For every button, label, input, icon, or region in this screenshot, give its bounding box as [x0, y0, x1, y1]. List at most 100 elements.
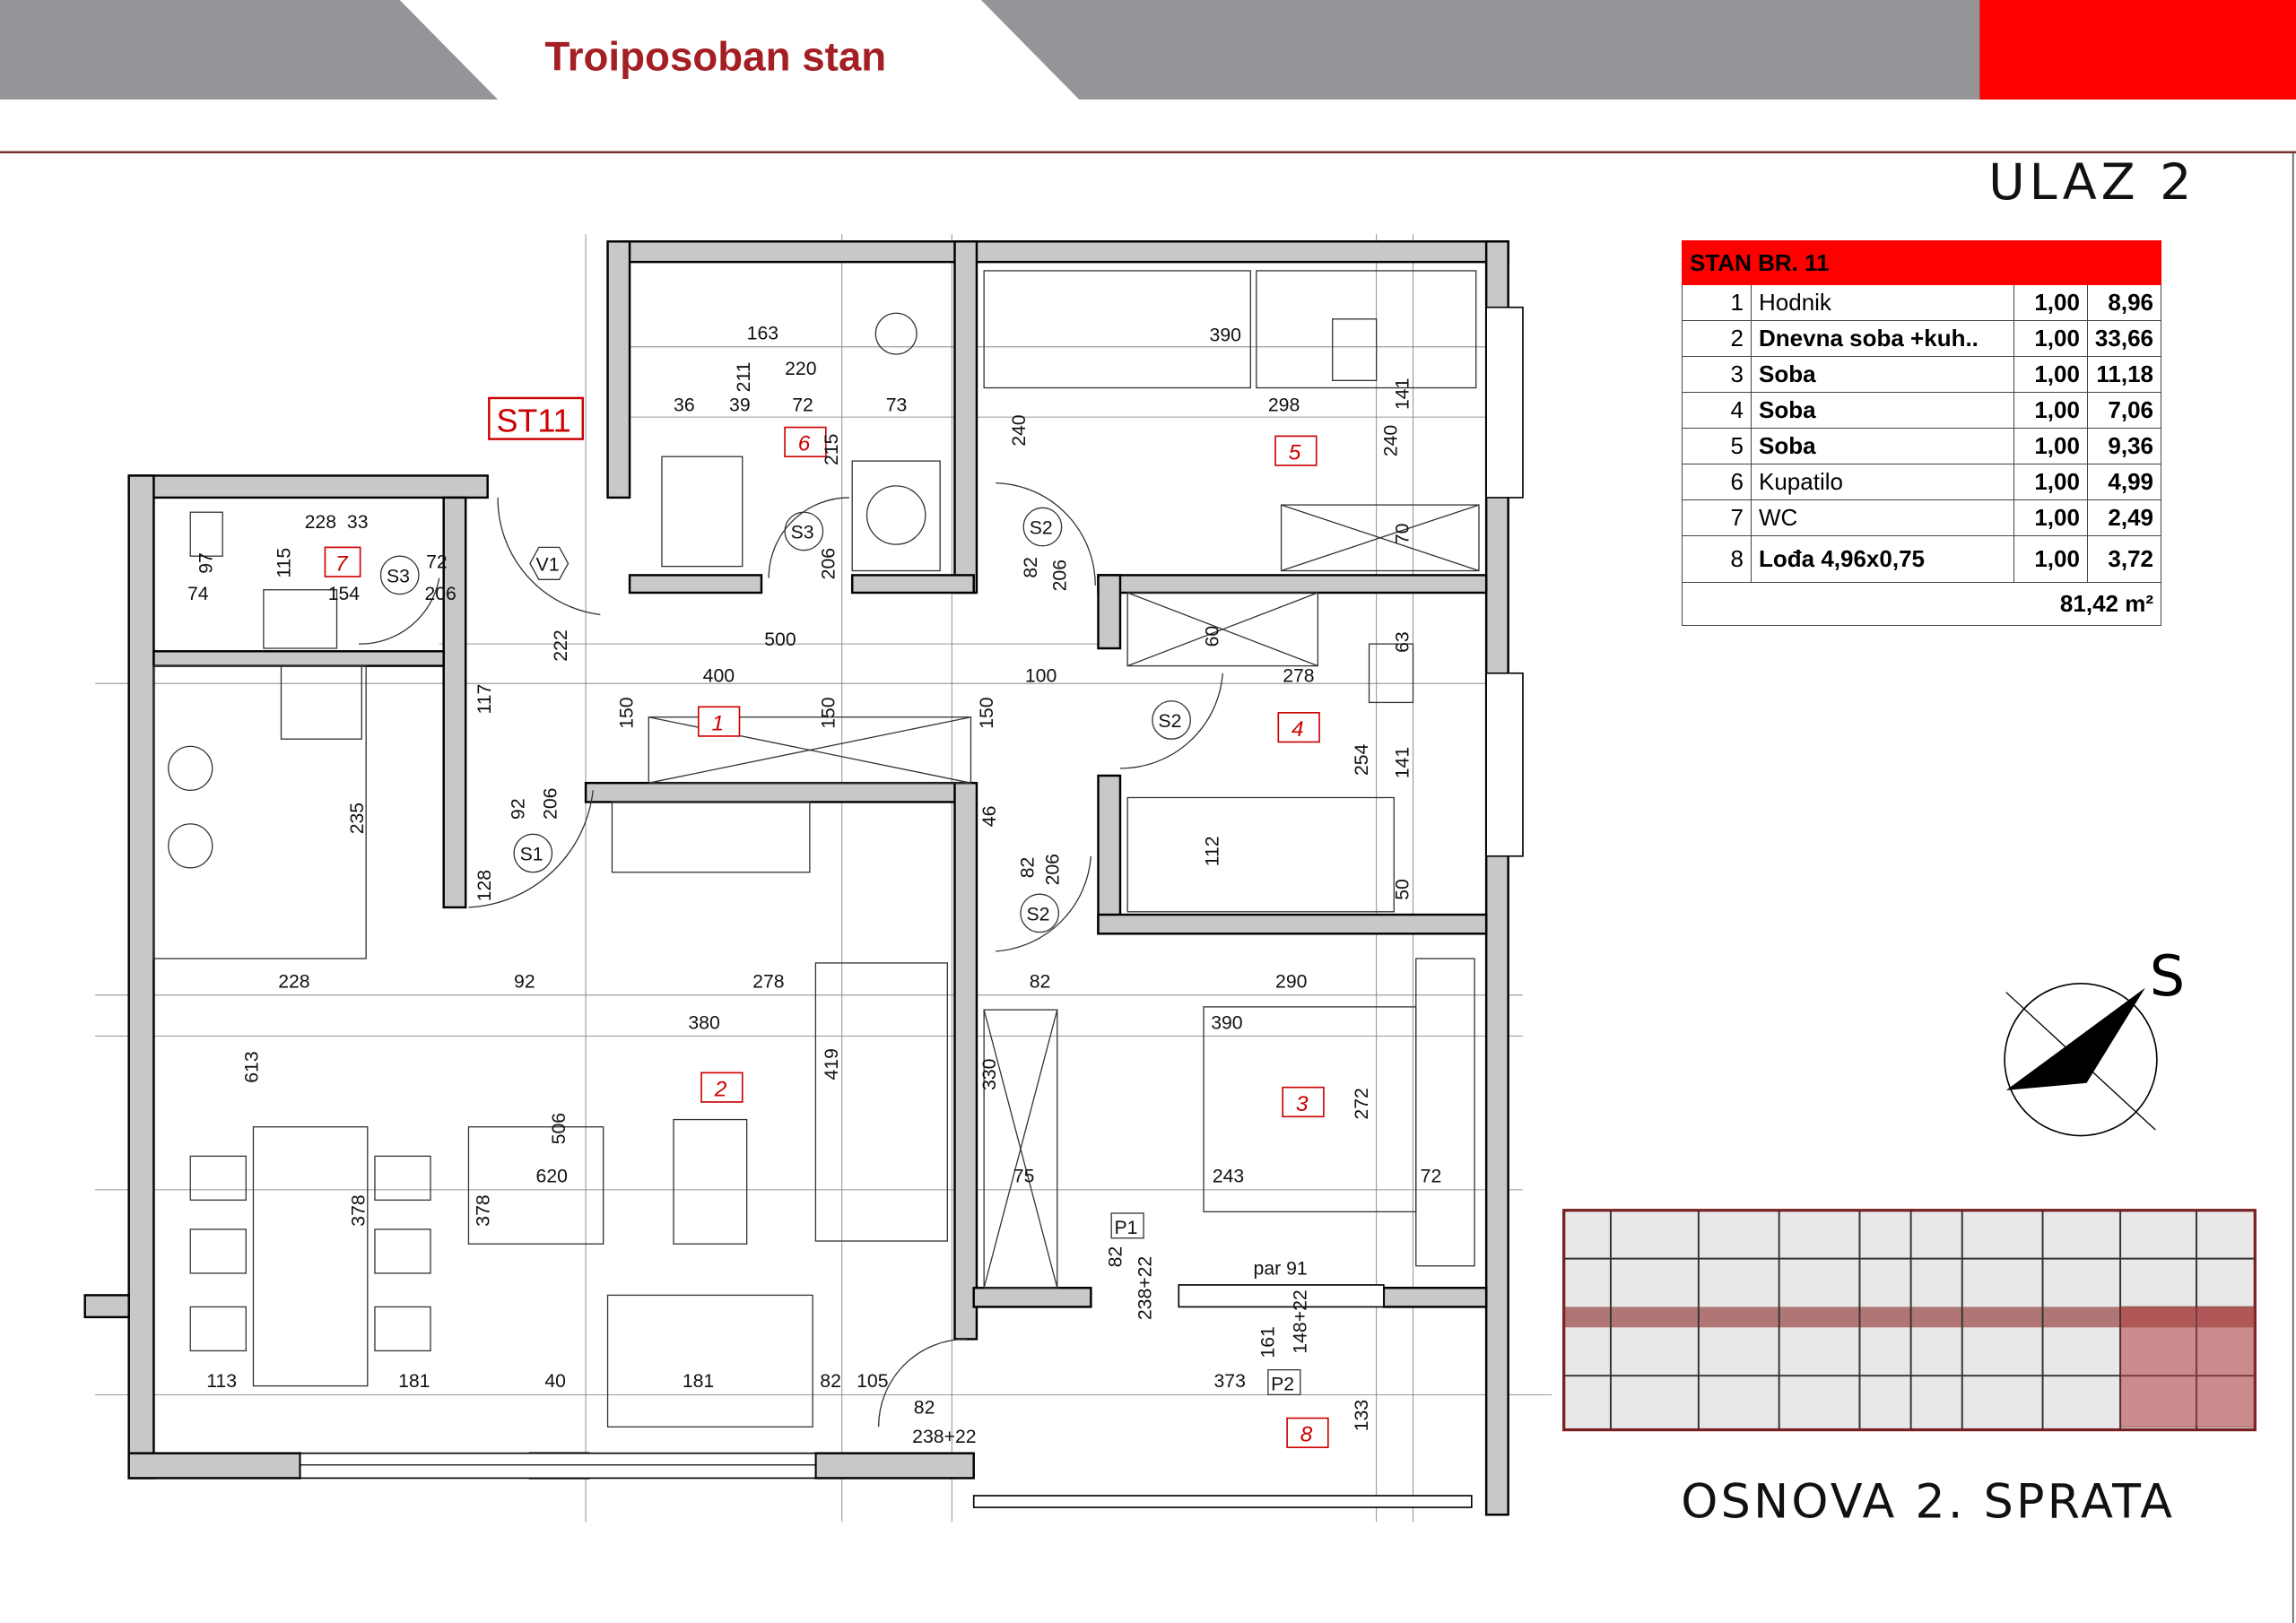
room-number: 6: [798, 432, 811, 456]
table-cell: 1,00: [2013, 392, 2088, 429]
total-area: 81,42 m²: [1682, 582, 2161, 626]
table-cell: 33,66: [2086, 320, 2162, 357]
dimension-label: 206: [424, 584, 456, 604]
floor-label: OSNOVA 2. SPRATA: [1681, 1475, 2175, 1529]
dimension-label: 206: [819, 548, 839, 579]
furniture: [152, 270, 1480, 1428]
dimension-label: 390: [1210, 325, 1241, 345]
dimension-label: 112: [1202, 836, 1222, 866]
door-tag: V1: [536, 555, 560, 576]
door-tag: S2: [1158, 711, 1181, 732]
table-cell: 3: [1682, 356, 1752, 393]
dimension-label: 115: [274, 548, 294, 578]
dimension-label: 290: [1275, 972, 1307, 993]
table-cell: 2: [1682, 320, 1752, 357]
compass-label: S: [2150, 943, 2185, 1009]
dimension-label: 150: [819, 697, 839, 728]
dimension-label: 206: [1042, 854, 1063, 885]
compass-icon: [2004, 982, 2158, 1137]
dimension-label: 92: [514, 972, 535, 993]
dimension-label: 613: [241, 1051, 262, 1082]
dimension-label: 181: [398, 1371, 430, 1392]
dimension-label: 254: [1352, 743, 1372, 776]
table-cell: 6: [1682, 464, 1752, 500]
dimension-label: 161: [1257, 1326, 1278, 1358]
dimension-label: 82: [1106, 1246, 1126, 1268]
dimension-label: 72: [792, 395, 813, 416]
dimension-label: 50: [1393, 879, 1413, 900]
table-cell: 1,00: [2013, 499, 2088, 536]
table-title: STAN BR. 11: [1682, 240, 2161, 285]
door-swings: [358, 482, 1223, 1428]
room-number: 2: [714, 1077, 727, 1101]
dimension-label: 298: [1268, 395, 1300, 416]
dimension-label: 380: [688, 1012, 719, 1033]
dimension-labels: 390 298 240 240 141 70 220 163 72 73 36 …: [187, 324, 1441, 1448]
dimension-label: 243: [1213, 1167, 1244, 1187]
dimension-label: 272: [1352, 1088, 1372, 1119]
dimension-label: 60: [1202, 626, 1222, 647]
table-cell: 4: [1682, 392, 1752, 429]
table-cell: 5: [1682, 428, 1752, 464]
room-number: 4: [1292, 717, 1304, 742]
table-cell: 11,18: [2086, 356, 2162, 393]
room-labels: 1 2 3 4 5 6 7 8: [324, 426, 1329, 1448]
dimension-label: 92: [508, 798, 528, 820]
dimension-label: 82: [1021, 557, 1041, 578]
dimension-label: 373: [1213, 1371, 1245, 1392]
door-tag: S3: [791, 523, 814, 543]
table-cell: Dnevna soba +kuh..: [1751, 320, 2014, 357]
dimension-label: 113: [206, 1371, 237, 1392]
table-cell: 2,49: [2086, 499, 2162, 536]
dimension-label: 240: [1381, 425, 1402, 456]
dimension-label: 206: [540, 788, 561, 820]
table-cell: 9,36: [2086, 428, 2162, 464]
dimension-label: 506: [549, 1113, 570, 1144]
dimension-label: 39: [729, 395, 751, 416]
table-cell: 4,99: [2086, 464, 2162, 500]
apartment-tag: ST11: [496, 402, 570, 438]
room-number: 8: [1300, 1423, 1313, 1447]
dimension-label: 500: [764, 629, 796, 650]
dimension-label: 150: [616, 697, 637, 728]
dimension-label: 72: [1421, 1167, 1442, 1187]
door-tag: S1: [520, 845, 544, 865]
door-tag: S2: [1026, 905, 1049, 925]
table-cell: 7,06: [2086, 392, 2162, 429]
dimension-label: 63: [1393, 631, 1413, 653]
table-cell: 1,00: [2013, 464, 2088, 500]
table-cell: Soba: [1751, 392, 2014, 429]
dimension-label: 390: [1211, 1012, 1242, 1033]
dimension-label: 82: [1030, 972, 1051, 993]
door-tag: S3: [387, 567, 410, 587]
dimension-label: 46: [979, 806, 1000, 828]
dimension-label: 419: [822, 1048, 842, 1080]
dimension-label: 278: [752, 972, 784, 993]
dimension-label: 82: [820, 1371, 841, 1392]
dimension-label: 620: [536, 1167, 568, 1187]
table-cell: 1,00: [2013, 356, 2088, 393]
table-cell: Soba: [1751, 356, 2014, 393]
door-tag: S2: [1030, 518, 1053, 539]
dimension-label: 206: [1050, 560, 1071, 591]
room-number: 5: [1289, 440, 1301, 464]
table-cell: 7: [1682, 499, 1752, 536]
table-cell: 1,00: [2013, 320, 2088, 357]
dimension-label: 128: [474, 870, 495, 901]
dimension-label: 133: [1352, 1400, 1372, 1431]
dimension-label: 73: [886, 395, 908, 416]
dimension-label: 228: [278, 972, 309, 993]
room-number: 7: [335, 552, 349, 577]
door-tag: P2: [1271, 1374, 1294, 1394]
table-cell: Kupatilo: [1751, 464, 2014, 500]
dimension-label: 222: [551, 629, 571, 661]
dimension-label: 238+22: [912, 1427, 976, 1447]
dimension-label: 72: [426, 551, 448, 572]
